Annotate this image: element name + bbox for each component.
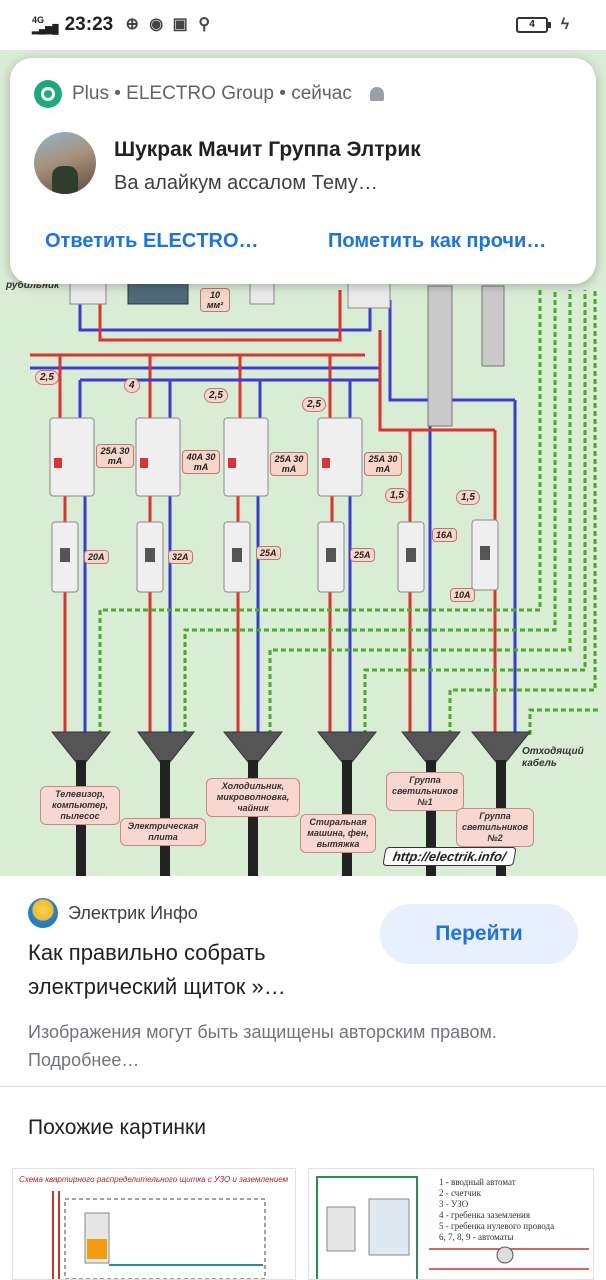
- wire-rating: 10 мм²: [200, 288, 230, 312]
- thumbnail-caption: Схема квартирного распределительного щит…: [19, 1175, 289, 1184]
- legend-item: 6, 7, 8, 9 - автоматы: [439, 1232, 514, 1242]
- wire-rating: 1,5: [456, 490, 480, 505]
- watermark-url: http://electrik.info/: [382, 847, 517, 866]
- wiring-diagram-drawing: [30, 281, 600, 876]
- breaker-rating: 16A: [432, 528, 457, 542]
- reply-button[interactable]: Ответить ELECTRO…: [45, 230, 259, 252]
- location-icon: ⊕: [125, 16, 139, 33]
- legend-item: 3 - УЗО: [439, 1199, 469, 1209]
- copyright-notice[interactable]: Изображения могут быть защищены авторски…: [28, 1022, 497, 1070]
- load-label: Электрическая плита: [120, 818, 206, 846]
- thumbnail-drawing: [52, 1191, 266, 1279]
- thumbnail-drawing: [316, 1176, 589, 1279]
- load-label: Телевизор, компьютер, пылесос: [40, 786, 120, 825]
- similar-image-thumbnail[interactable]: Схема квартирного распределительного щит…: [12, 1168, 296, 1280]
- source-logo-icon: [28, 898, 58, 928]
- legend-item: 4 - гребенка заземления: [439, 1210, 530, 1220]
- thumbnail-legend: 1 - вводный автомат 2 - счетчик 3 - УЗО …: [439, 1177, 554, 1243]
- result-title[interactable]: Как правильно собрать электрический щито…: [28, 940, 286, 999]
- rcd-rating: 40A 30 mA: [182, 450, 220, 474]
- wire-rating: 2,5: [35, 370, 59, 385]
- mark-as-read-button[interactable]: Пометить как прочи…: [328, 230, 547, 252]
- main-switch-label: рубильник: [6, 280, 60, 291]
- search-icon: ⚲: [198, 16, 211, 33]
- load-label: Стиральная машина, фен, вытяжка: [300, 814, 376, 853]
- breaker-rating: 25A: [256, 546, 281, 560]
- similar-image-thumbnail[interactable]: 1 - вводный автомат 2 - счетчик 3 - УЗО …: [308, 1168, 594, 1280]
- instagram-icon: ▣: [172, 16, 188, 33]
- rcd-rating: 25A 30 mA: [270, 452, 308, 476]
- network-type: 4G: [32, 15, 45, 25]
- visit-button[interactable]: Перейти: [380, 904, 578, 964]
- status-bar: 4G▂▄▆█ 23:23 ⊕ ◉ ▣ ⚲ 4 ϟ: [0, 0, 606, 50]
- load-label: Холодильник, микроволновка, чайник: [206, 778, 300, 817]
- breaker-rating: 20A: [84, 550, 109, 564]
- legend-item: 2 - счетчик: [439, 1188, 481, 1198]
- legend-item: 5 - гребенка нулевого провода: [439, 1221, 555, 1231]
- breaker-rating: 25A: [350, 548, 375, 562]
- load-label: Группа светильников №2: [456, 808, 534, 847]
- clock: 23:23: [64, 14, 114, 35]
- notification-header: Plus • ELECTRO Group • сейчас: [34, 80, 384, 108]
- wire-rating: 2,5: [204, 388, 228, 403]
- wire-rating: 4: [124, 378, 140, 393]
- avatar: [34, 132, 96, 194]
- breaker-rating: 32A: [168, 550, 193, 564]
- legend-item: 1 - вводный автомат: [439, 1177, 516, 1187]
- wire-rating: 2,5: [302, 397, 326, 412]
- chrome-icon: ◉: [149, 16, 164, 33]
- cable-label: Отходящий кабель: [522, 746, 584, 769]
- notification-sender: Шукрак Мачит Группа Элтрик: [114, 138, 421, 161]
- divider: [0, 1086, 606, 1087]
- plus-app-icon: [34, 80, 62, 108]
- load-label: Группа светильников №1: [386, 772, 464, 811]
- wire-rating: 1,5: [385, 488, 409, 503]
- breaker-rating: 10A: [450, 588, 475, 602]
- notification-message: Ва алайкум ассалом Тему…: [114, 172, 378, 194]
- rcd-rating: 25A 30 mA: [96, 444, 134, 468]
- charging-icon: ϟ: [560, 16, 570, 33]
- source-row[interactable]: Электрик Инфо: [28, 898, 198, 928]
- rcd-rating: 25A 30 mA: [364, 452, 402, 476]
- source-name: Электрик Инфо: [68, 902, 198, 923]
- bell-icon: [369, 87, 384, 101]
- signal-icon: 4G▂▄▆█: [32, 15, 59, 34]
- notification-card[interactable]: Plus • ELECTRO Group • сейчас Шукрак Мач…: [10, 58, 596, 284]
- image-info-panel: Электрик Инфо Как правильно собрать элек…: [0, 876, 606, 1280]
- battery-icon: 4: [516, 17, 551, 33]
- notification-header-text: Plus • ELECTRO Group • сейчас: [72, 83, 352, 104]
- similar-images-heading: Похожие картинки: [28, 1116, 206, 1139]
